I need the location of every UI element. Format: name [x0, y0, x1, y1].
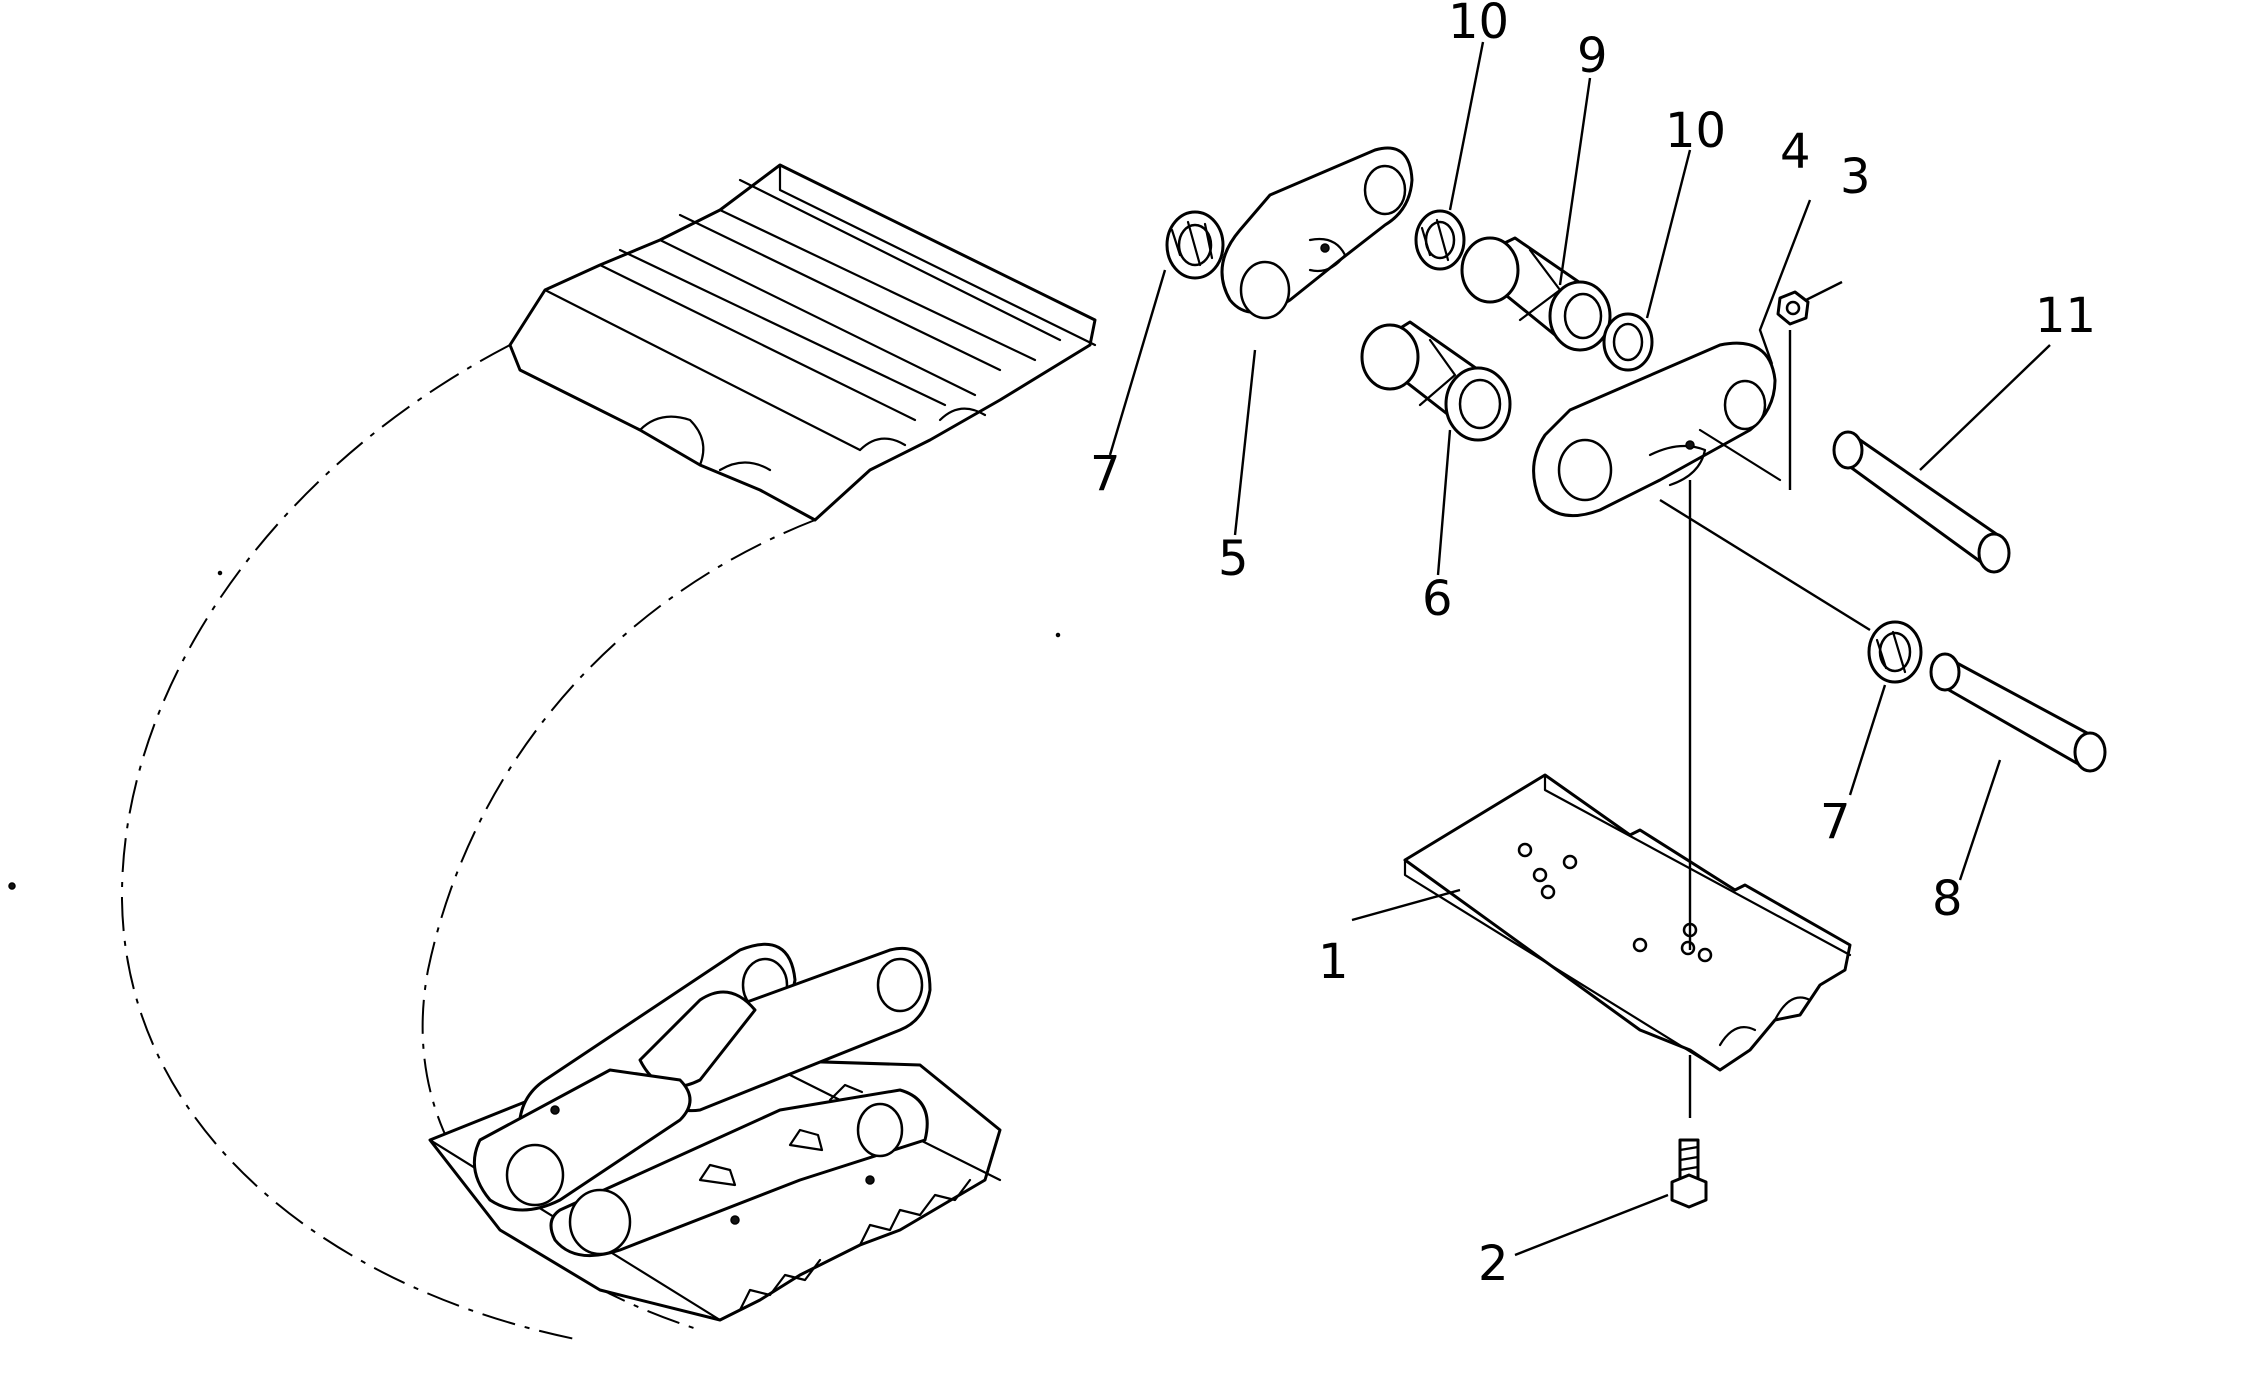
part-seal-7-right: [1867, 620, 1923, 684]
part-link-4: [1532, 341, 1782, 518]
part-pin-8: [1929, 652, 2107, 773]
callout-5: 5: [1218, 531, 1249, 587]
part-track-shoe-1: [1403, 773, 1852, 1072]
callout-7-left: 7: [1090, 446, 1121, 502]
callout-10-upper: 10: [1448, 0, 1509, 50]
callout-11: 11: [2035, 288, 2096, 344]
callout-3: 3: [1840, 149, 1871, 205]
callout-4: 4: [1780, 124, 1811, 180]
callout-6: 6: [1422, 571, 1453, 627]
part-seal-7-left: [1165, 210, 1225, 280]
assembly-center-lines: [1659, 330, 1871, 1118]
part-bolt-2: [1670, 1138, 1708, 1209]
part-bushing-9: [1460, 236, 1612, 352]
part-seal-10-lower: [1602, 312, 1654, 372]
lower-assembled-links: [428, 942, 1002, 1322]
callout-leader-lines: [1108, 41, 2051, 1257]
callout-9: 9: [1577, 28, 1608, 84]
callout-10-lower: 10: [1665, 103, 1726, 159]
upper-track-shoes: [508, 163, 1097, 522]
part-seal-10-upper: [1414, 209, 1466, 271]
track-loop-outline: [120, 344, 816, 1341]
part-bushing-6: [1360, 320, 1512, 442]
callout-labels: 1 2 3 4 5 6 7 7 8 9 10 10 11: [1090, 0, 2096, 1292]
callout-7-right: 7: [1820, 794, 1851, 850]
scan-speck: [1055, 632, 1061, 638]
callout-8: 8: [1932, 871, 1963, 927]
part-nut-3: [1776, 290, 1810, 326]
scan-speck: [8, 882, 16, 890]
part-link-5: [1220, 146, 1414, 320]
callout-2: 2: [1478, 1236, 1509, 1292]
scan-speck: [217, 570, 223, 576]
callout-1: 1: [1318, 934, 1349, 990]
part-pin-11: [1832, 430, 2011, 574]
